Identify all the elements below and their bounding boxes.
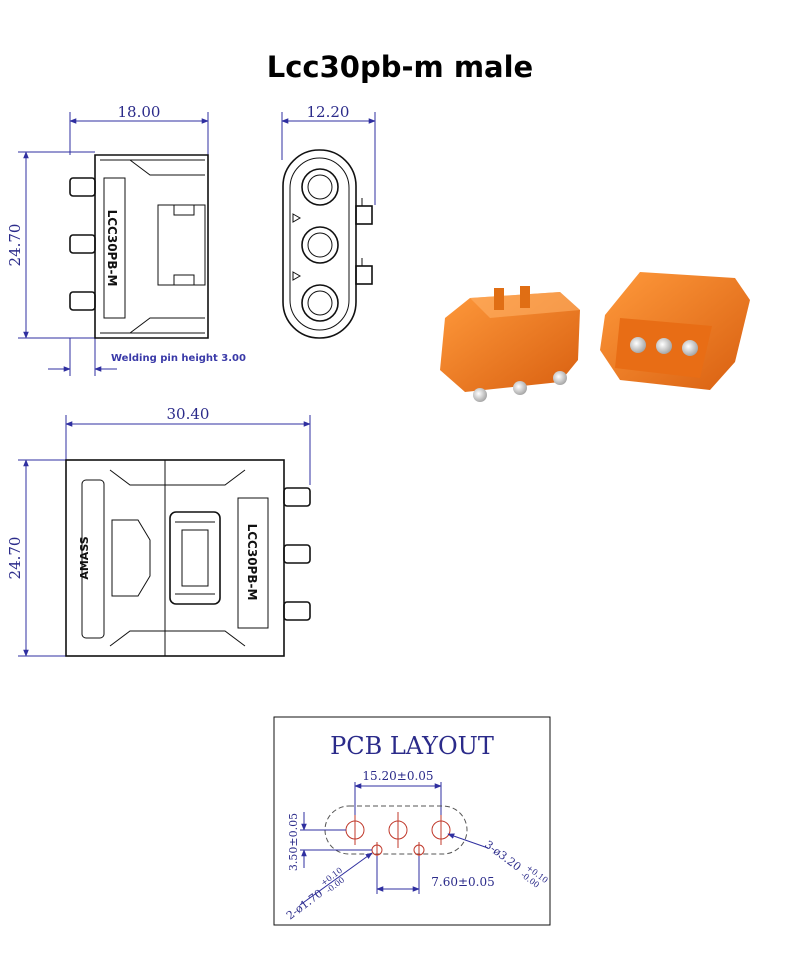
pcb-small-pitch-dim: 7.60±0.05 (431, 875, 495, 889)
top-width-dim: 18.00 (118, 103, 161, 121)
pcb-row-offset-dim: 3.50±0.05 (287, 813, 300, 871)
side-height-dim: 24.70 (6, 537, 24, 580)
end-view: 12.20 (281, 103, 376, 339)
page-title: Lcc30pb-m male (266, 50, 534, 84)
side-brand: AMASS (78, 536, 91, 579)
pcb-pitch-dim: 15.20±0.05 (362, 769, 433, 783)
side-view: 30.40 24.70 AMASS LCC30PB-M (6, 405, 311, 657)
side-width-dim: 30.40 (167, 405, 210, 423)
welding-pin-note: Welding pin height 3.00 (111, 353, 246, 364)
pcb-large-hole-note: 3-ø3.20 (482, 838, 523, 874)
top-label: LCC30PB-M (105, 210, 119, 287)
connector-photo (440, 272, 750, 402)
pcb-layout: PCB LAYOUT 15.20±0.05 3.50±0.05 7.60±0.0… (273, 716, 551, 926)
pcb-title: PCB LAYOUT (330, 732, 494, 760)
side-label: LCC30PB-M (245, 524, 259, 601)
pcb-small-hole-note: 2-ø1.70 (284, 887, 325, 923)
top-height-dim: 24.70 (6, 224, 24, 267)
end-width-dim: 12.20 (307, 103, 350, 121)
top-view: 18.00 24.70 Welding pin height 3.00 LCC3… (6, 103, 246, 376)
